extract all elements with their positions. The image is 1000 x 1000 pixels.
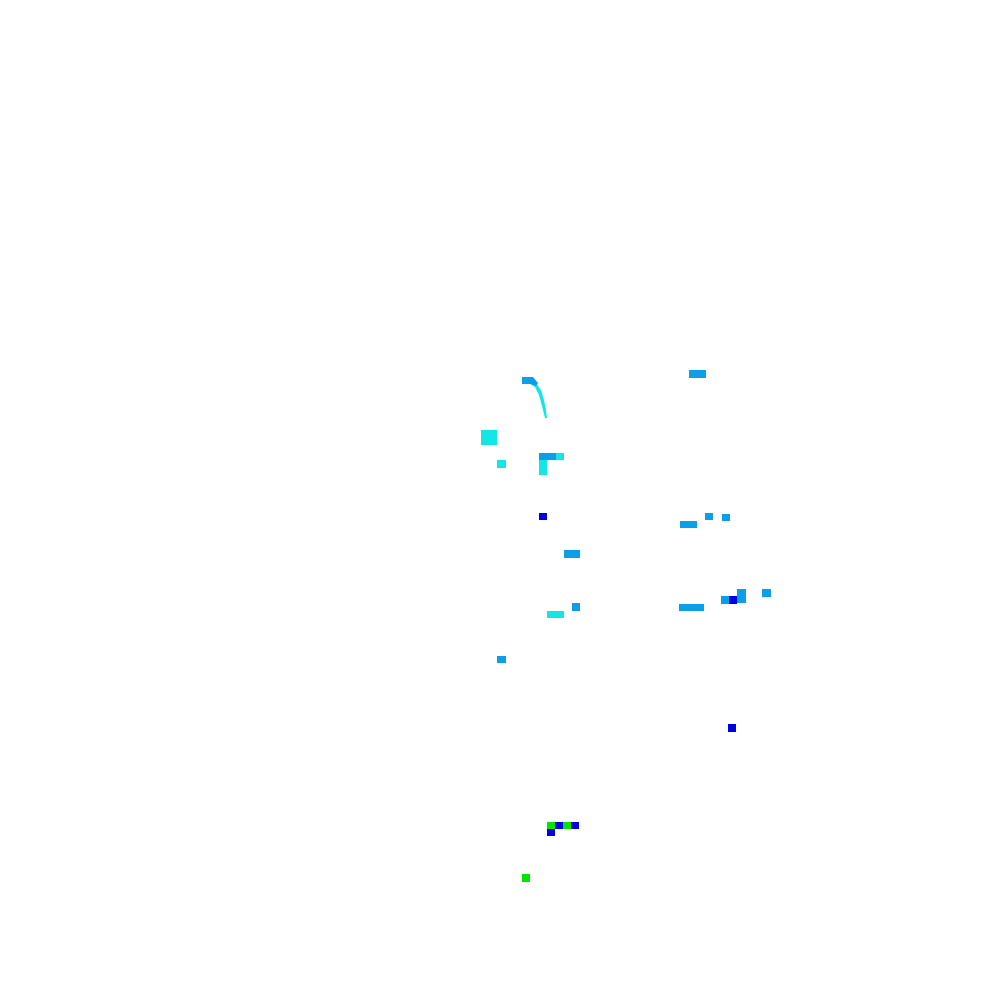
green-blob (563, 822, 571, 829)
sky-blob (572, 603, 580, 611)
blue-blob (547, 829, 555, 836)
blue-blob (571, 822, 579, 829)
sky-blob (705, 513, 713, 520)
cyan-blob (556, 453, 564, 460)
sky-blob (564, 550, 580, 558)
blue-blob (555, 822, 563, 829)
green-blob (547, 822, 555, 829)
sky-blob (689, 370, 706, 378)
green-blob (522, 874, 530, 882)
blue-blob (728, 724, 736, 732)
cyan-blob (497, 460, 506, 468)
sky-blob (737, 589, 746, 603)
sky-blob (762, 589, 771, 597)
sky-blob (680, 521, 697, 528)
sky-blob (522, 377, 531, 384)
blue-blob (539, 513, 547, 520)
sky-blob (722, 514, 730, 521)
cyan-blob (547, 611, 564, 618)
sky-blob (721, 596, 730, 604)
cyan-blob (539, 460, 547, 475)
blue-blob (729, 596, 737, 604)
cyan-blob (481, 430, 497, 445)
sky-blob (497, 656, 506, 663)
sky-blob (679, 604, 704, 611)
sky-blob (539, 453, 556, 460)
